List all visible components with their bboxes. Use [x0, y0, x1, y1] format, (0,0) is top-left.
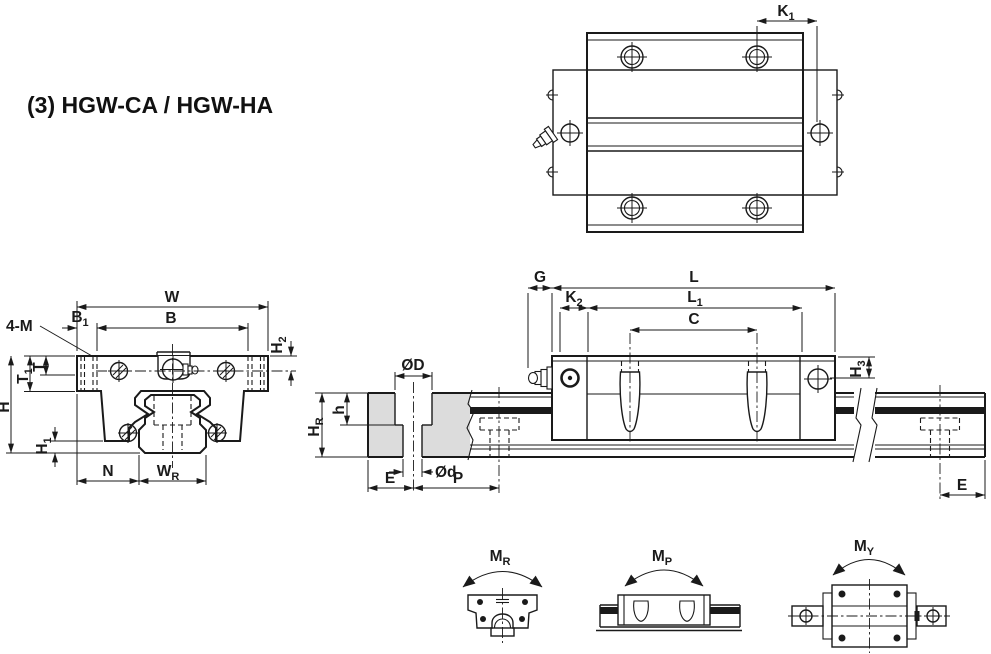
dim-label-h-small: h [331, 405, 348, 414]
dim-label-c: C [688, 311, 699, 328]
dim-label-od: ØD [401, 357, 424, 374]
thread-hole-icon [207, 423, 227, 443]
grease-nipple-icon [527, 366, 553, 390]
pitch-arrow-icon [624, 569, 704, 587]
bolt-hole-icon [742, 193, 772, 223]
dim-label-b1: B1 [71, 309, 88, 329]
front-view-dimensions: W B B1 H2 T T1 H H1 [0, 289, 297, 485]
oil-port-icon [557, 120, 583, 146]
dim-label-4m: 4-M [6, 318, 33, 335]
moment-label-mp: MP [652, 548, 672, 568]
bolt-hole-icon [742, 42, 772, 72]
oil-hole-icon [560, 368, 580, 388]
dim-label-h3: H3 [848, 360, 868, 377]
bolt-slot-icon [746, 371, 768, 433]
front-view: W B B1 H2 T T1 H H1 [0, 289, 297, 485]
dim-label-hr: HR [306, 417, 326, 436]
oil-port-icon [804, 365, 832, 393]
dim-label-n: N [102, 463, 113, 480]
carriage-side [527, 333, 836, 442]
top-view: K1 [532, 3, 844, 233]
side-view-dimensions: G L K2 L1 C H3 ØD h [306, 269, 986, 499]
dim-label-little-od: Ød [435, 464, 457, 481]
rail-side [470, 387, 986, 463]
carriage-outline [76, 355, 269, 442]
yaw-arrow-icon [832, 559, 906, 576]
dim-label-g: G [534, 269, 546, 286]
dim-label-k1: K1 [777, 3, 794, 23]
dim-label-l1: L1 [687, 289, 703, 309]
side-view: G L K2 L1 C H3 ØD h [306, 269, 986, 500]
break-line-icon [852, 387, 862, 463]
roll-arrow-icon [462, 571, 543, 588]
thread-hole-icon [118, 423, 138, 443]
rail-section-fill [368, 393, 470, 457]
moment-view-mp: MP [596, 548, 742, 632]
dim-label-wr: WR [157, 463, 180, 483]
dim-label-h1: H1 [34, 437, 54, 454]
dim-label-h2: H2 [269, 336, 289, 353]
grease-nipple-icon [156, 351, 199, 383]
moment-view-my: MY [788, 538, 950, 653]
moment-view-mr: MR [462, 548, 543, 643]
leader-line [39, 325, 93, 357]
dim-label-e-left: E [385, 470, 395, 487]
moment-label-my: MY [854, 538, 875, 558]
break-line-icon [466, 389, 475, 461]
dim-label-t1: T1 [15, 368, 35, 384]
oil-port-icon [807, 120, 833, 146]
bolt-slot-icon [619, 371, 641, 433]
bolt-hole-icon [617, 42, 647, 72]
dim-label-t: T [31, 362, 48, 372]
dim-label-b: B [165, 310, 176, 327]
dim-label-w: W [165, 289, 180, 306]
dim-label-k2: K2 [565, 289, 582, 309]
mini-rail-arch [493, 618, 512, 629]
end-cap-right [802, 69, 838, 196]
dim-label-e-right: E [957, 477, 967, 494]
side-port-icon [546, 89, 844, 178]
dimension-k1: K1 [756, 3, 818, 122]
block-face-lines [587, 39, 803, 226]
hidden-flange-holes [80, 356, 265, 391]
mini-carriage-side [617, 594, 711, 626]
moment-label-mr: MR [490, 548, 511, 568]
grease-nipple-icon [532, 125, 559, 149]
block-body [586, 32, 804, 233]
bolt-hole-icon [617, 193, 647, 223]
mini-carriage-front [467, 594, 538, 629]
dim-label-l: L [689, 269, 698, 286]
dim-label-h: H [0, 401, 13, 412]
page-title: (3) HGW-CA / HGW-HA [27, 92, 273, 118]
break-line-icon [868, 387, 878, 463]
dim-label-p: P [453, 470, 463, 487]
mini-rail-side [596, 604, 742, 632]
